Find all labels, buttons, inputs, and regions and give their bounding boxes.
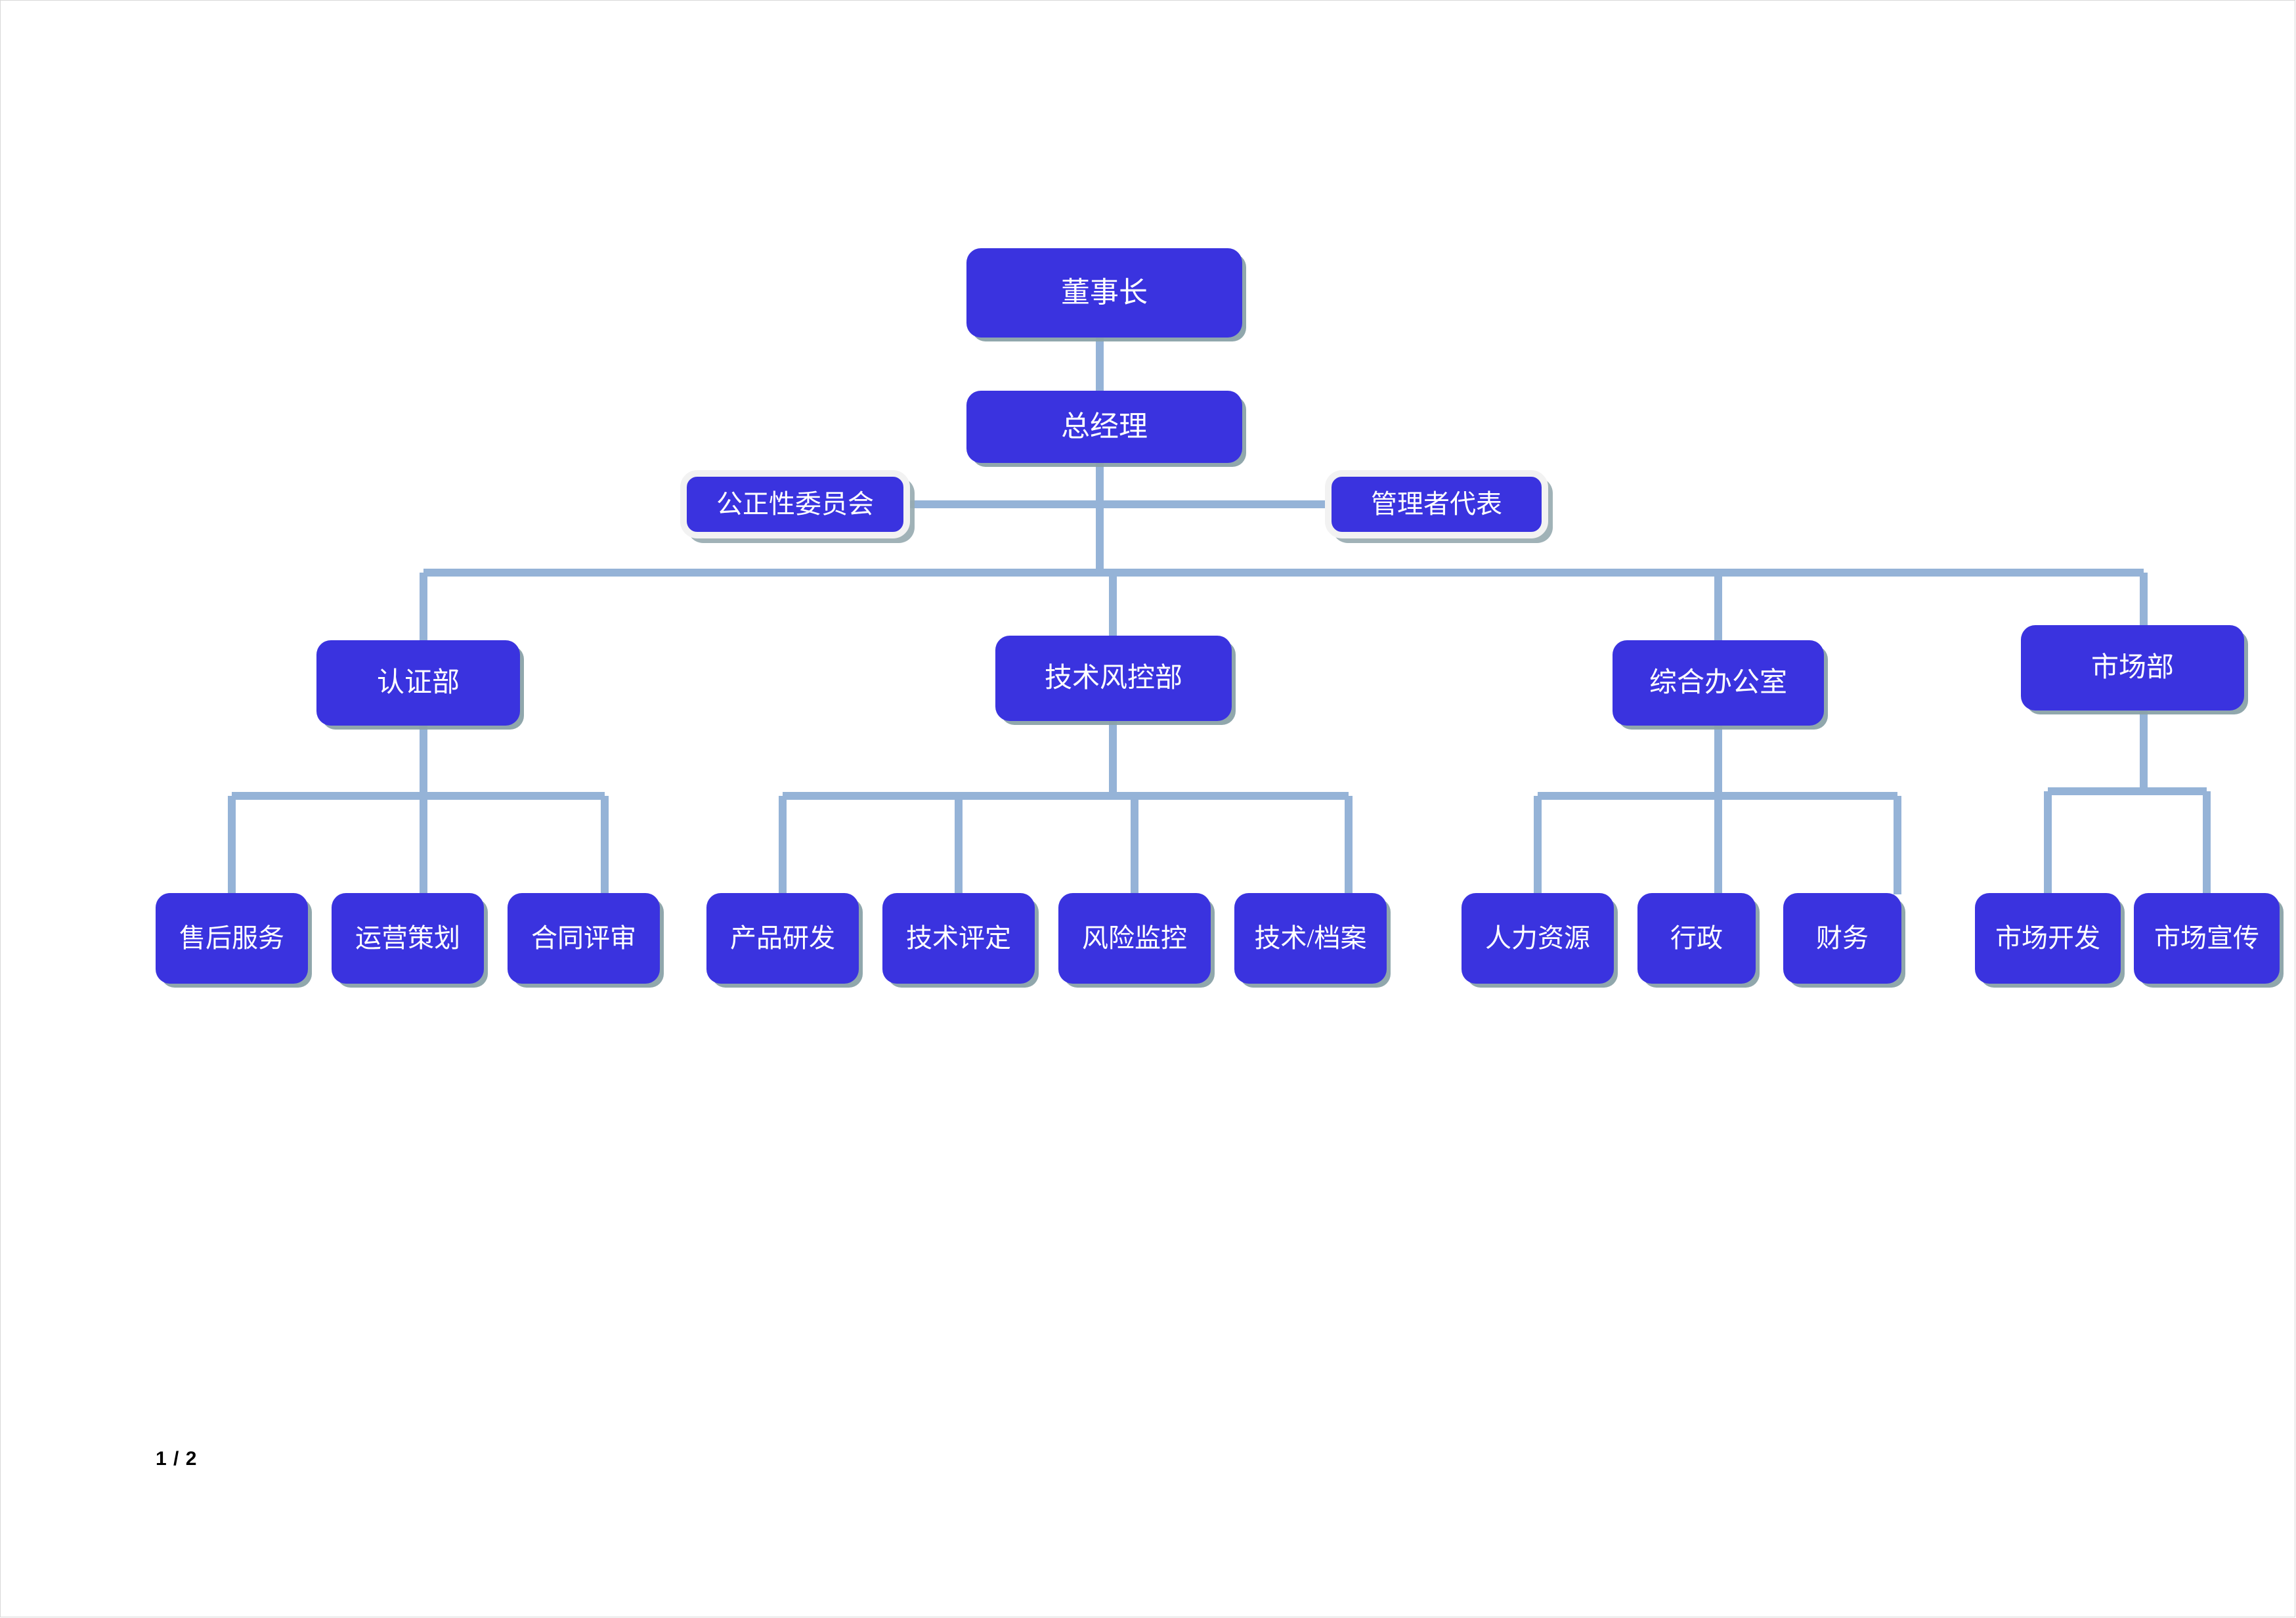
org-node-label-management-representative: 管理者代表 xyxy=(1371,489,1502,519)
org-node-label-finance: 财务 xyxy=(1816,923,1869,953)
org-node-chairman[interactable]: 董事长 xyxy=(966,248,1242,338)
org-node-administration[interactable]: 行政 xyxy=(1637,893,1756,984)
page-indicator: 1 / 2 xyxy=(156,1448,198,1470)
org-node-tech-risk-dept[interactable]: 技术风控部 xyxy=(995,636,1232,721)
org-node-label-certification-dept: 认证部 xyxy=(376,667,460,698)
org-node-label-market-dev: 市场开发 xyxy=(1995,923,2100,953)
org-node-tech-assessment[interactable]: 技术评定 xyxy=(882,893,1035,984)
org-node-label-operations-plan: 运营策划 xyxy=(355,923,460,953)
org-node-risk-monitoring[interactable]: 风险监控 xyxy=(1058,893,1211,984)
org-node-after-sales[interactable]: 售后服务 xyxy=(156,893,308,984)
org-node-label-chairman: 董事长 xyxy=(1061,276,1148,309)
org-node-product-rd[interactable]: 产品研发 xyxy=(706,893,859,984)
org-node-label-product-rd: 产品研发 xyxy=(730,923,835,953)
org-node-contract-review[interactable]: 合同评审 xyxy=(508,893,660,984)
org-node-label-general-office: 综合办公室 xyxy=(1649,667,1787,698)
org-node-label-administration: 行政 xyxy=(1670,923,1723,953)
org-node-label-after-sales: 售后服务 xyxy=(179,923,284,953)
org-node-label-impartiality-committee: 公正性委员会 xyxy=(716,489,874,519)
org-node-tech-archives[interactable]: 技术/档案 xyxy=(1234,893,1387,984)
org-node-label-human-resources: 人力资源 xyxy=(1485,923,1590,953)
org-node-general-manager[interactable]: 总经理 xyxy=(966,391,1242,463)
org-node-human-resources[interactable]: 人力资源 xyxy=(1462,893,1614,984)
org-node-label-market-promotion: 市场宣传 xyxy=(2154,923,2259,953)
org-node-label-tech-risk-dept: 技术风控部 xyxy=(1044,663,1182,693)
org-node-label-general-manager: 总经理 xyxy=(1061,410,1148,443)
org-node-label-marketing-dept: 市场部 xyxy=(2090,652,2174,683)
org-node-label-risk-monitoring: 风险监控 xyxy=(1082,923,1187,953)
org-node-label-contract-review: 合同评审 xyxy=(531,923,636,953)
org-node-label-tech-archives: 技术/档案 xyxy=(1254,923,1367,953)
org-node-label-tech-assessment: 技术评定 xyxy=(906,923,1011,953)
org-node-marketing-dept[interactable]: 市场部 xyxy=(2021,625,2244,711)
org-node-market-promotion[interactable]: 市场宣传 xyxy=(2134,893,2280,984)
org-node-market-dev[interactable]: 市场开发 xyxy=(1975,893,2121,984)
org-node-general-office[interactable]: 综合办公室 xyxy=(1613,640,1824,726)
org-node-finance[interactable]: 财务 xyxy=(1783,893,1901,984)
org-node-management-representative[interactable]: 管理者代表 xyxy=(1325,470,1548,538)
org-node-impartiality-committee[interactable]: 公正性委员会 xyxy=(680,470,910,538)
org-node-certification-dept[interactable]: 认证部 xyxy=(316,640,520,726)
org-node-operations-plan[interactable]: 运营策划 xyxy=(332,893,484,984)
